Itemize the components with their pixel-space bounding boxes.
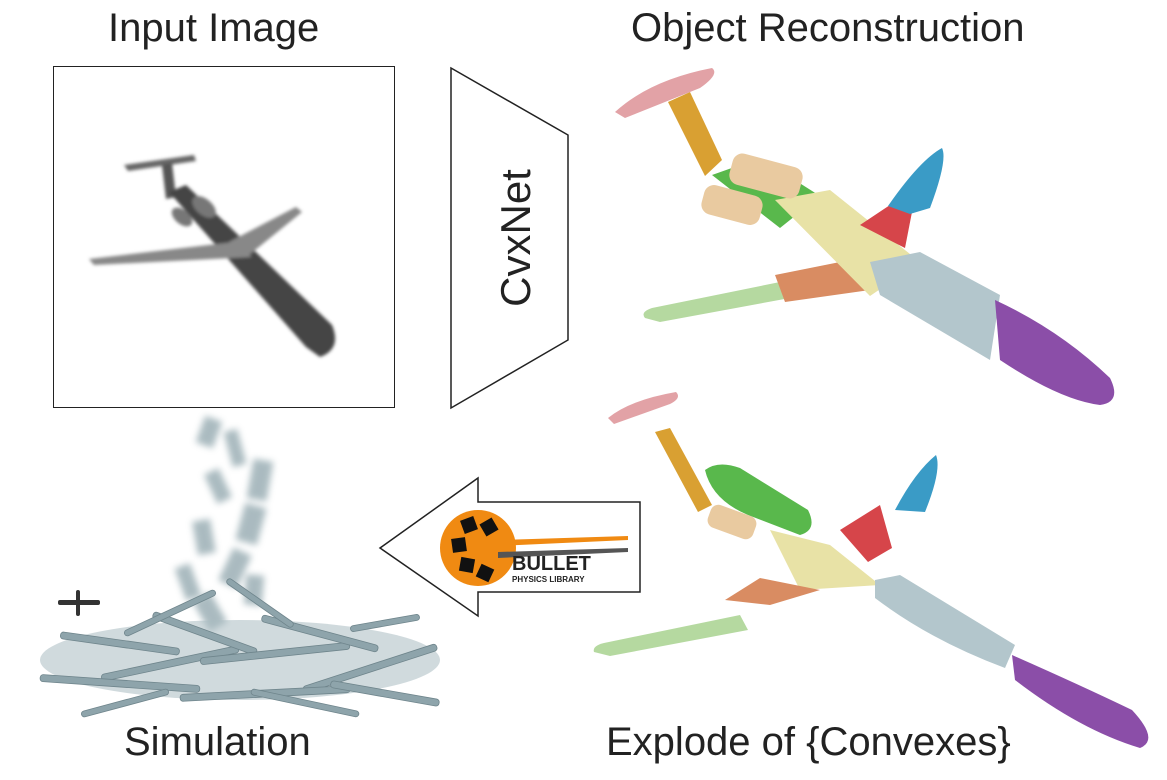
exploded-airplane (593, 392, 1149, 748)
bullet-physics-logo: BULLET PHYSICS LIBRARY (440, 510, 628, 586)
bullet-arrow: BULLET PHYSICS LIBRARY (378, 476, 641, 618)
cvxnet-label: CvxNet (492, 169, 539, 307)
simulation-label: Simulation (124, 720, 311, 764)
reconstructed-airplane (615, 68, 1115, 405)
input-image-frame (53, 66, 395, 408)
input-airplane-image (89, 155, 336, 357)
falling-plane-icon (58, 590, 100, 616)
simulation-scene (39, 415, 440, 718)
cvxnet-block: CvxNet (450, 66, 569, 410)
bullet-logo-subtext: PHYSICS LIBRARY (512, 575, 585, 584)
bullet-logo-text: BULLET (512, 553, 591, 575)
object-reconstruction-label: Object Reconstruction (631, 6, 1025, 50)
explode-convexes-label: Explode of {Convexes} (606, 720, 1011, 764)
input-image-label: Input Image (108, 6, 320, 50)
